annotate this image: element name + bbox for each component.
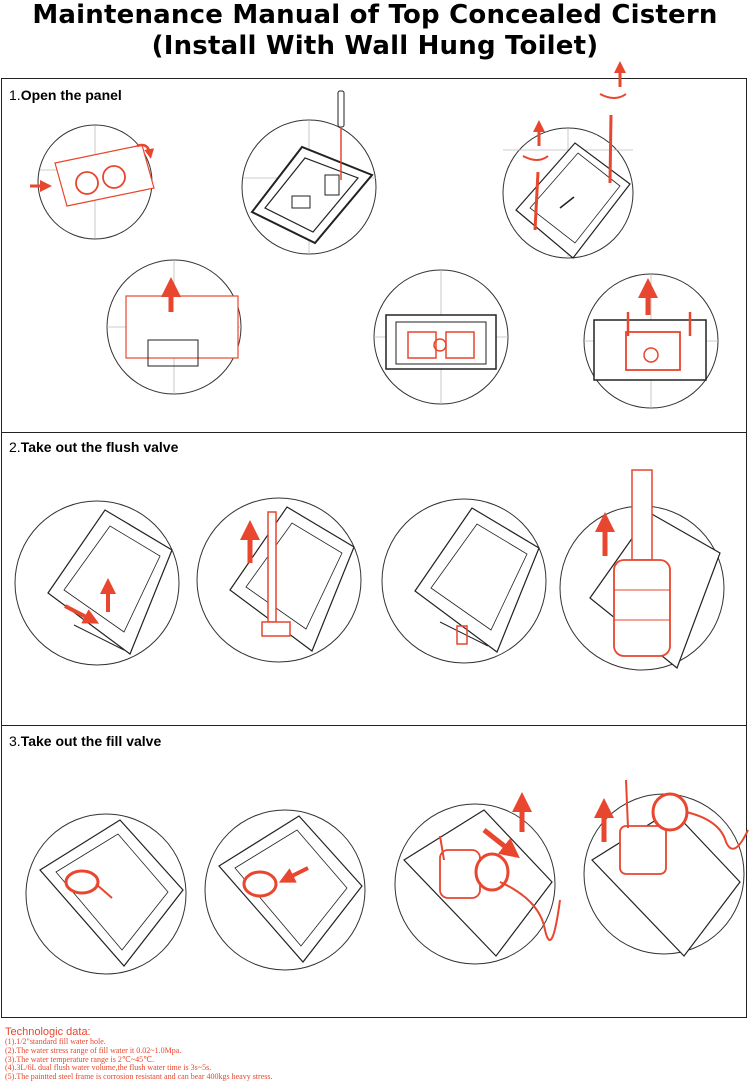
section-heading-flush-valve: 2.Take out the flush valve [9,439,178,455]
step-open-panel-circle-2 [241,90,377,255]
section-number: 3. [9,733,21,749]
step-fill-valve-circle-2 [204,809,366,971]
section-number: 2. [9,439,21,455]
step-open-panel-circle-4 [106,259,242,395]
step-open-panel-circle-6 [583,273,719,409]
technologic-line: (4).3L/6L dual flush water volume,the fl… [5,1063,212,1073]
step-open-panel-circle-1 [30,124,155,240]
step-flush-valve-circle-2 [196,497,362,663]
technologic-line: (2).The water stress range of fill water… [5,1045,182,1055]
technologic-title: Technologic data: [5,1026,91,1038]
step-flush-valve-circle-4 [559,469,725,671]
technologic-data: Technologic data: (1).1/2"standard fill … [5,1026,745,1082]
page-title-line-2: (Install With Wall Hung Toilet) [151,31,599,61]
step-flush-valve-circle-1 [14,500,180,666]
step-fill-valve-circle-3 [394,792,561,965]
technologic-line: (5).The paintted steel frame is corrosio… [5,1072,273,1082]
step-open-panel-circle-3 [502,61,634,259]
step-open-panel-circle-5 [373,269,509,405]
step-fill-valve-circle-1 [25,813,187,975]
section-heading-open-panel: 1.Open the panel [9,87,122,103]
page-title-line-1: Maintenance Manual of Top Concealed Cist… [32,0,718,30]
section-number: 1. [9,87,21,103]
section-label: Take out the fill valve [20,733,162,749]
section-label: Take out the flush valve [20,439,179,455]
section-label: Open the panel [20,87,122,103]
step-flush-valve-circle-3 [381,498,547,664]
section-divider-2 [1,725,747,726]
section-heading-fill-valve: 3.Take out the fill valve [9,733,161,749]
manual-frame [1,78,747,1018]
step-fill-valve-circle-4 [583,779,749,957]
technologic-line: (1).1/2"standard fill water hole. [5,1037,106,1046]
section-divider-1 [1,432,747,433]
technologic-line: (3).The water temperature range is 2℃~45… [5,1054,155,1064]
